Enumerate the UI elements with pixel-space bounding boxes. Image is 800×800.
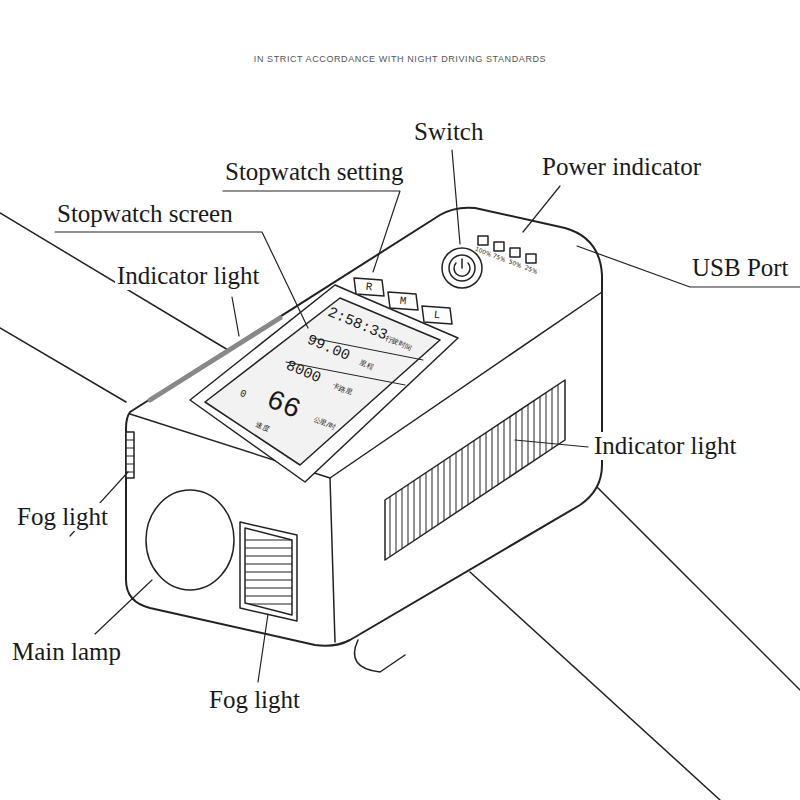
power-led	[526, 254, 536, 263]
leader-lines	[55, 150, 800, 682]
leader-line	[258, 614, 268, 682]
part-label: USB Port	[690, 254, 791, 282]
power-switch	[442, 248, 482, 288]
button-letter: M	[399, 295, 407, 308]
leader-line	[523, 186, 560, 232]
power-led	[510, 248, 520, 257]
mount-bracket	[354, 640, 405, 672]
handlebar-line	[595, 485, 800, 690]
leader-line	[515, 440, 588, 447]
leader-line	[577, 246, 800, 287]
part-label: Fog light	[15, 503, 110, 531]
part-label: Switch	[412, 118, 485, 146]
body-edge	[330, 478, 335, 642]
button-m	[388, 292, 418, 310]
handlebar-line	[470, 572, 720, 800]
button-r	[354, 278, 384, 296]
handlebar-line	[0, 328, 126, 402]
fog-light-hatch	[240, 540, 300, 604]
button-l	[422, 306, 452, 324]
side-fog-hatch	[126, 440, 134, 472]
part-label: Stopwatch screen	[55, 200, 235, 228]
button-letter: L	[433, 309, 441, 322]
side-indicator-light	[385, 380, 565, 560]
power-symbol	[461, 259, 463, 268]
heading: IN STRICT ACCORDANCE WITH NIGHT DRIVING …	[0, 55, 800, 65]
power-led	[478, 236, 488, 245]
part-label: Indicator light	[115, 262, 261, 290]
leader-line	[55, 232, 308, 328]
button-letter: R	[365, 281, 373, 294]
part-label: Main lamp	[10, 638, 123, 666]
power-led	[494, 242, 504, 251]
indicator-hatch	[390, 380, 558, 570]
power-switch	[449, 255, 475, 281]
leader-line	[95, 580, 152, 634]
part-label: Indicator light	[592, 432, 738, 460]
part-label: Power indicator	[540, 153, 703, 181]
main-lamp	[146, 490, 234, 590]
leader-line	[232, 297, 239, 336]
screen-bezel	[190, 285, 458, 482]
part-label: Stopwatch setting	[223, 158, 405, 186]
part-label: Fog light	[207, 686, 302, 714]
side-fog-light	[126, 432, 134, 478]
stopwatch-screen	[205, 298, 440, 465]
leader-line	[452, 150, 460, 244]
